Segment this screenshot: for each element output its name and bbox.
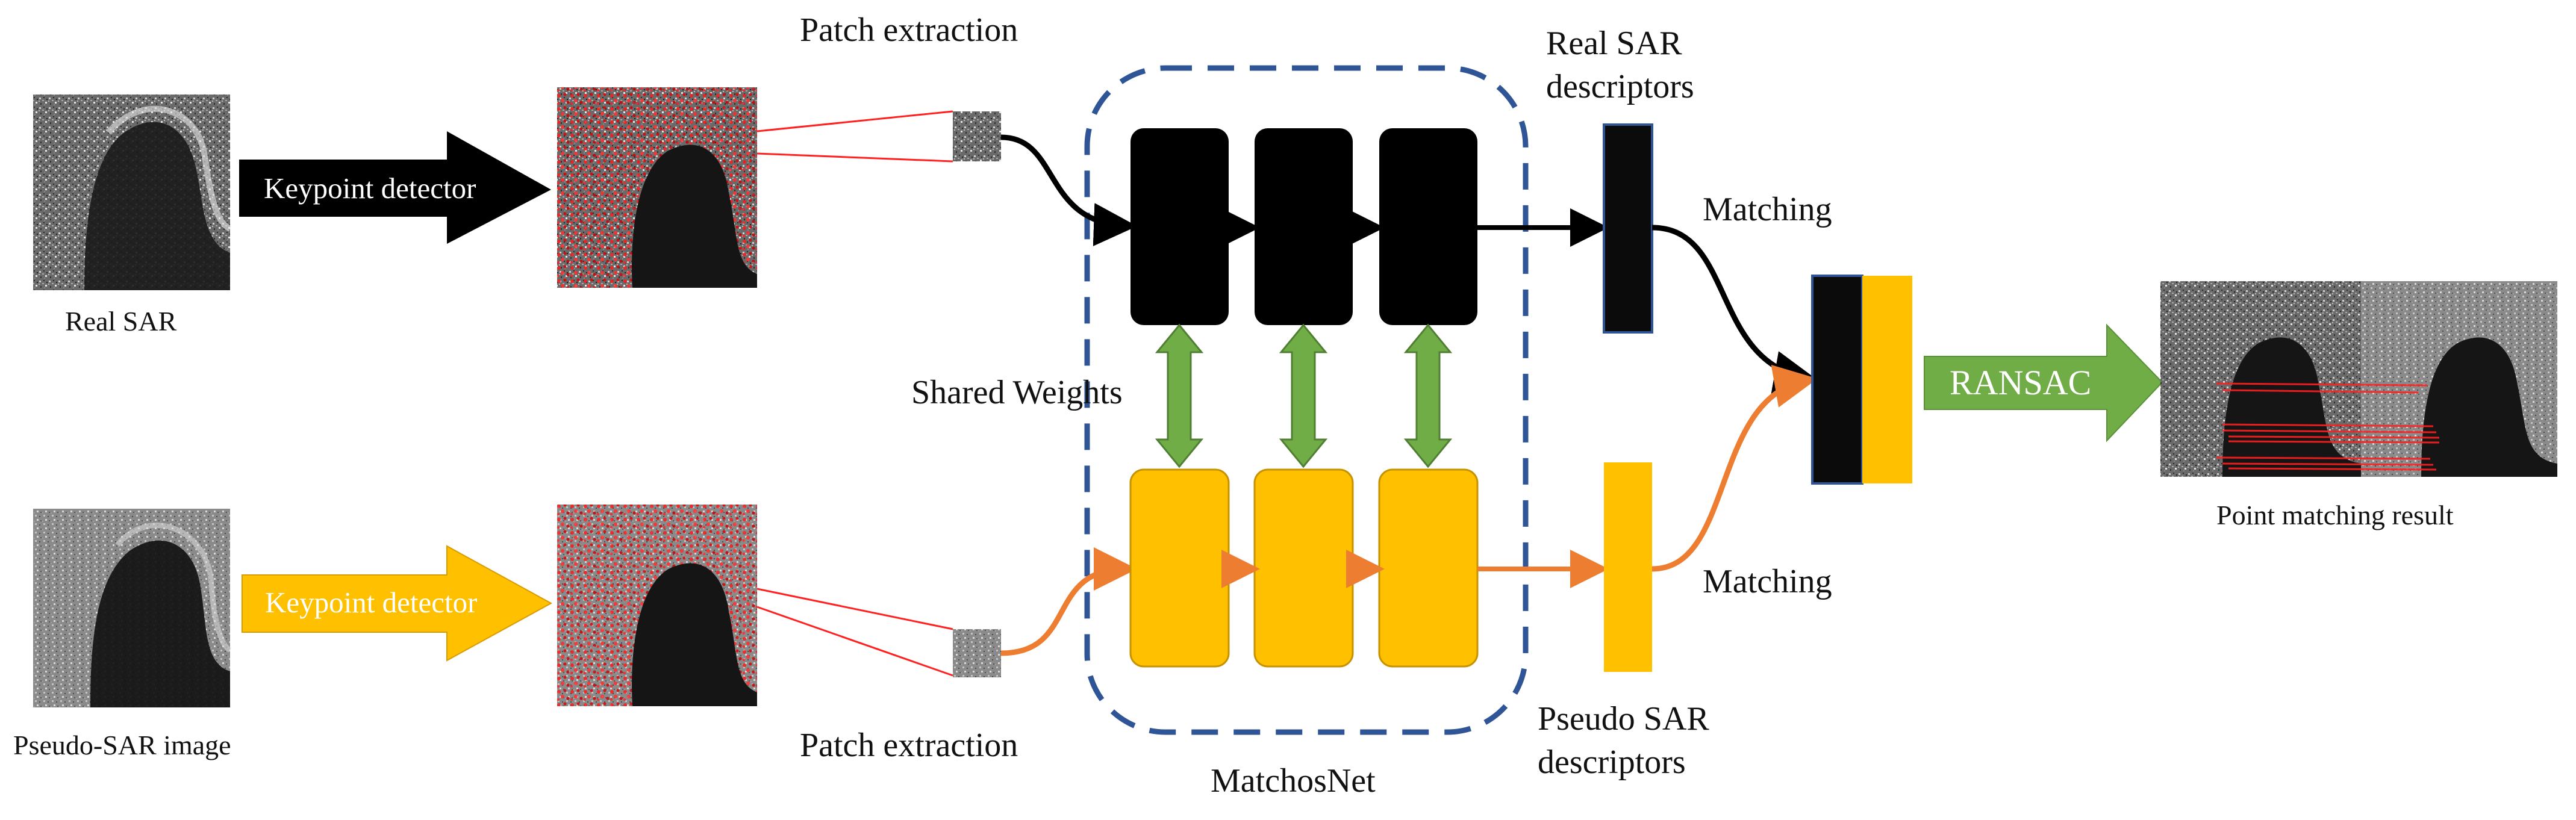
matching-curve-bottom <box>1651 364 1818 572</box>
keypoint-detector-bottom-arrow <box>242 545 553 662</box>
patch-extraction-lines-bottom <box>756 588 953 677</box>
pseudo-sar-label: Pseudo-SAR image <box>13 730 231 760</box>
real-descriptor-bar <box>1603 123 1653 334</box>
pseudo-sar-image-icon <box>33 509 232 707</box>
real-descriptors-label: Real SAR descriptors <box>1546 25 1694 105</box>
matchosnet-boundary <box>1084 65 1529 735</box>
black-block-3 <box>1379 128 1477 325</box>
matching-top-label: Matching <box>1703 191 1832 228</box>
shared-weights-label: Shared Weights <box>911 374 1123 411</box>
patch-extraction-top-label: Patch extraction <box>800 11 1018 49</box>
black-block-1 <box>1131 128 1229 325</box>
keypoint-overlay-icon <box>557 505 757 706</box>
keypoint-overlay-icon <box>557 87 757 288</box>
ransac-label: RANSAC <box>1950 363 2092 402</box>
combined-descriptor <box>1811 275 1912 485</box>
shared-weight-arrow-2 <box>1279 323 1328 468</box>
black-block-2 <box>1255 128 1353 325</box>
patch-icon <box>953 629 1001 677</box>
keypoint-detector-top-arrow <box>239 131 551 244</box>
pseudo-descriptors-label: Pseudo SAR descriptors <box>1538 700 1709 781</box>
patch-extraction-lines-top <box>756 110 953 163</box>
shared-weight-arrow-3 <box>1403 323 1453 468</box>
match-result-icon <box>2160 281 2557 477</box>
point-matching-result-label: Point matching result <box>2216 500 2454 530</box>
input-flow-bottom <box>1000 547 1137 656</box>
yellow-block-3 <box>1378 468 1479 668</box>
real-sar-label: Real SAR <box>65 306 177 337</box>
yellow-block-2 <box>1253 468 1354 668</box>
keypoint-detector-top-label: Keypoint detector <box>264 172 476 205</box>
yellow-block-1 <box>1129 468 1230 668</box>
matchosnet-label: MatchosNet <box>1211 762 1376 800</box>
keypoint-detector-bottom-label: Keypoint detector <box>265 586 478 619</box>
shared-weight-arrow-1 <box>1155 323 1204 468</box>
patch-icon <box>953 111 1001 161</box>
sar-image-icon <box>33 95 232 291</box>
pseudo-descriptor-bar <box>1604 462 1652 672</box>
input-flow-top <box>1000 134 1137 246</box>
patch-extraction-bottom-label: Patch extraction <box>800 727 1018 764</box>
matching-curve-top <box>1651 225 1818 394</box>
ransac-arrow <box>1924 323 2163 443</box>
matching-bottom-label: Matching <box>1703 563 1832 600</box>
